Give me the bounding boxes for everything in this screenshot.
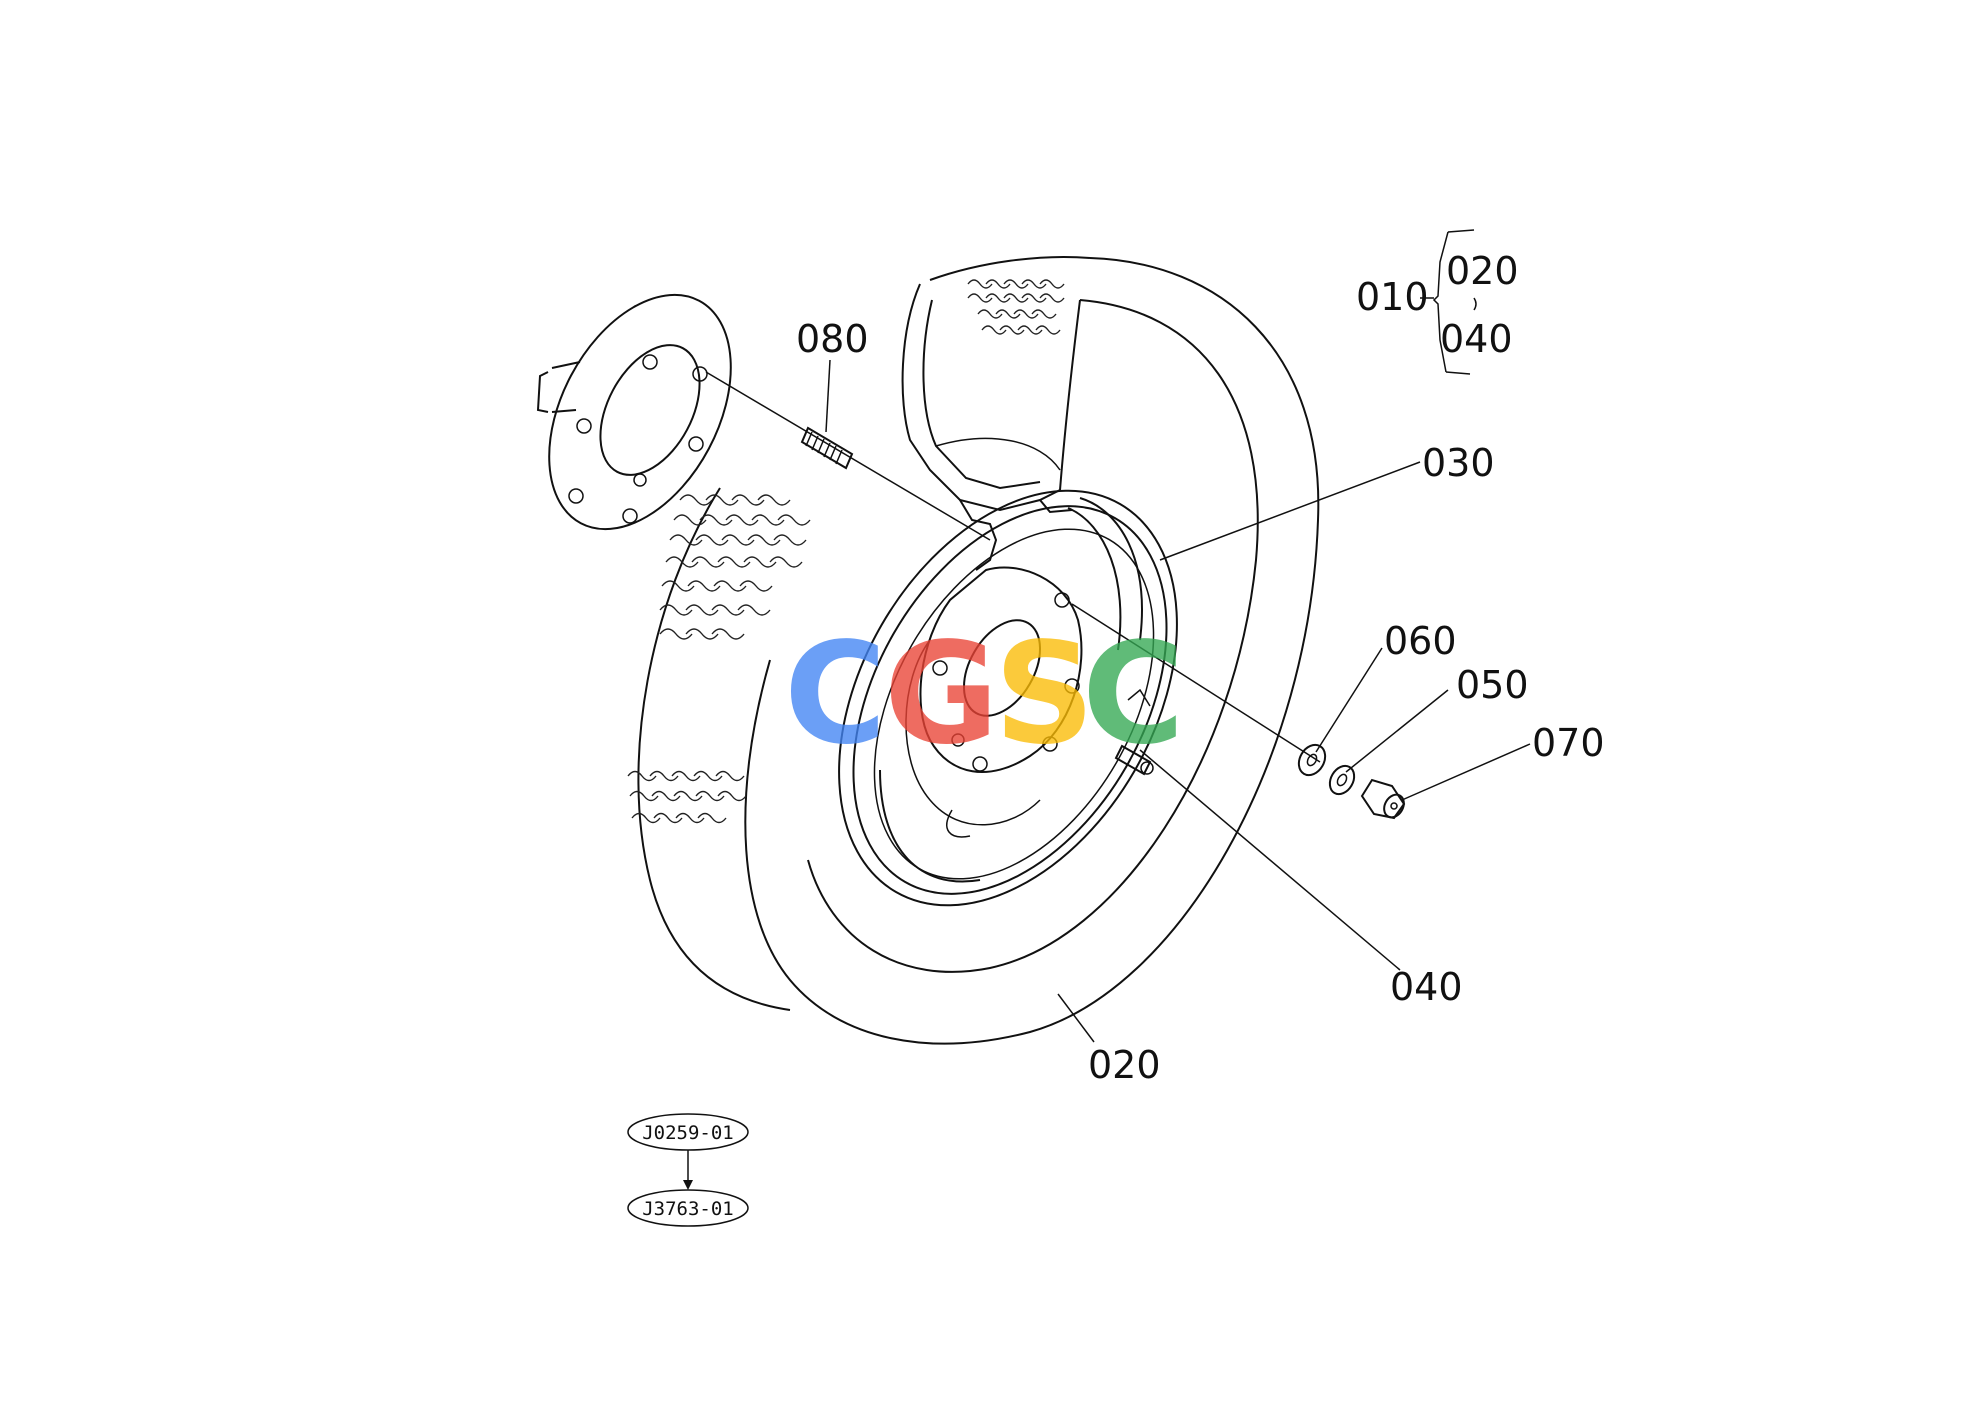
reference-codes: J0259-01 J3763-01 [627,1113,749,1227]
ref-from-code: J0259-01 [642,1122,734,1144]
washer-060 [1297,743,1327,777]
tire [637,255,1320,1045]
valve-stem [1114,688,1154,776]
callout-labels: 010 020 040 080 030 060 050 070 040 020 [796,249,1605,1087]
lock-washer-050 [1328,764,1356,796]
ref-arrow-head [683,1180,693,1190]
callout-070: 070 [1532,721,1605,765]
ref-to-oval [627,1189,749,1227]
wheel-rim [838,489,1178,907]
hub-flange [536,293,732,531]
callout-040-top: 040 [1440,317,1513,361]
wheel-nut-070 [1360,778,1406,820]
ref-to-code: J3763-01 [642,1198,734,1220]
cgsc-watermark: C G S C [784,613,1185,776]
watermark-letter-s: S [994,613,1095,776]
assembly-bracket [1420,229,1477,375]
watermark-letter-c2: C [1082,613,1185,776]
watermark-letter-g: G [884,613,999,776]
callout-030: 030 [1422,441,1495,485]
callout-020: 020 [1088,1043,1161,1087]
callout-010: 010 [1356,275,1429,319]
callout-080: 080 [796,317,869,361]
tread-pattern [627,279,1065,824]
leader-lines [825,359,1531,1043]
callout-020-top: 020 [1446,249,1519,293]
callout-050: 050 [1456,663,1529,707]
watermark-letter-c1: C [784,613,887,776]
callout-060: 060 [1384,619,1457,663]
stud-bolt [800,426,854,470]
callout-040: 040 [1390,965,1463,1009]
